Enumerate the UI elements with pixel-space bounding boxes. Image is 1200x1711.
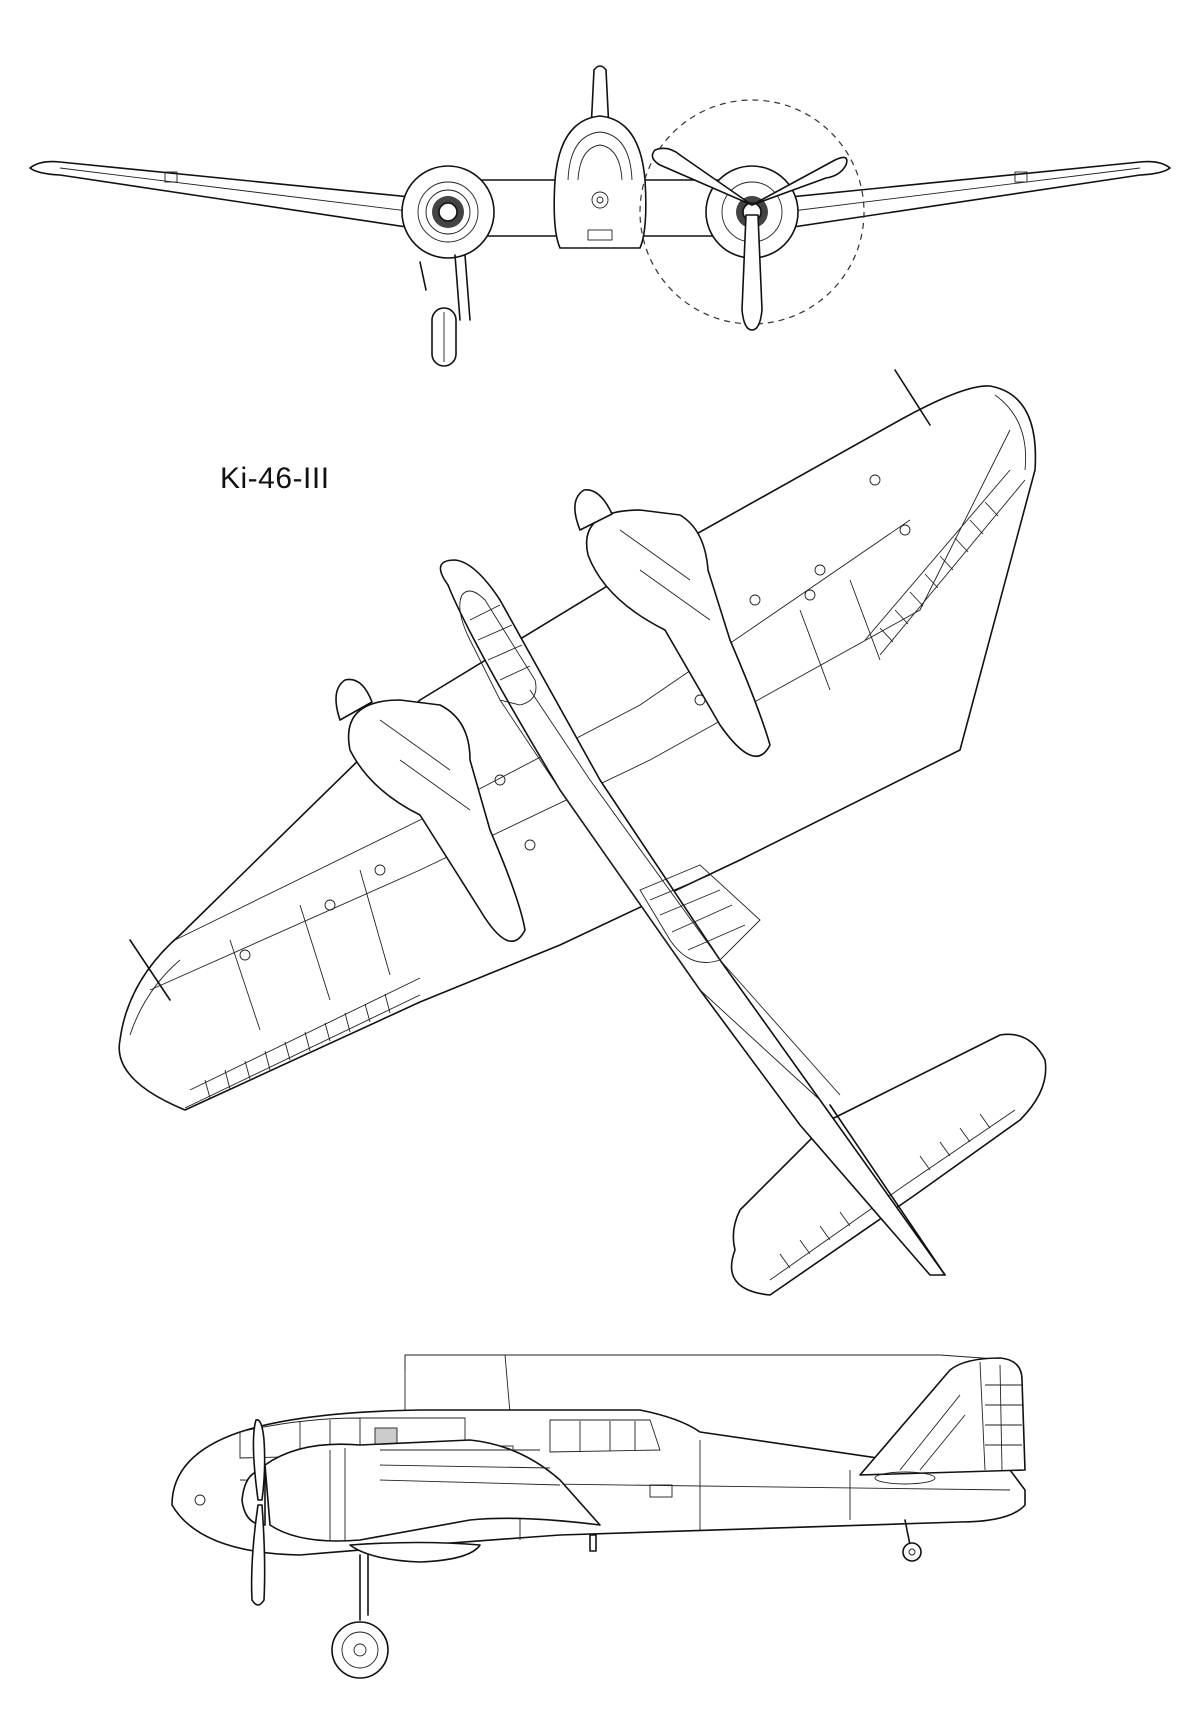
pitot-tube-right <box>894 369 931 426</box>
top-canopy <box>459 590 761 963</box>
front-fuselage <box>553 115 647 249</box>
front-landing-gear <box>419 254 471 367</box>
top-left-spinner <box>335 678 373 721</box>
pitot-tube-left <box>129 939 171 1001</box>
side-engine-nacelle <box>264 1439 601 1542</box>
top-right-nacelle <box>585 509 771 757</box>
side-main-landing-gear <box>331 1554 389 1679</box>
top-tailplane <box>730 1033 1047 1296</box>
side-propeller-blade <box>250 1504 266 1606</box>
top-left-nacelle <box>347 699 526 942</box>
front-left-engine <box>401 165 495 259</box>
side-view <box>171 1354 1026 1679</box>
propeller-blade <box>651 147 753 206</box>
top-right-spinner <box>574 489 613 531</box>
front-view <box>29 65 1171 367</box>
propeller-blade <box>751 156 848 206</box>
aircraft-designation-label: Ki-46-III <box>220 462 330 495</box>
propeller-blade <box>741 214 763 331</box>
propeller-arc <box>639 99 865 325</box>
antenna-wire <box>404 1354 1011 1370</box>
top-view <box>118 369 1047 1296</box>
side-propeller-blade <box>252 1419 266 1501</box>
side-tail-wheel <box>902 1519 922 1562</box>
